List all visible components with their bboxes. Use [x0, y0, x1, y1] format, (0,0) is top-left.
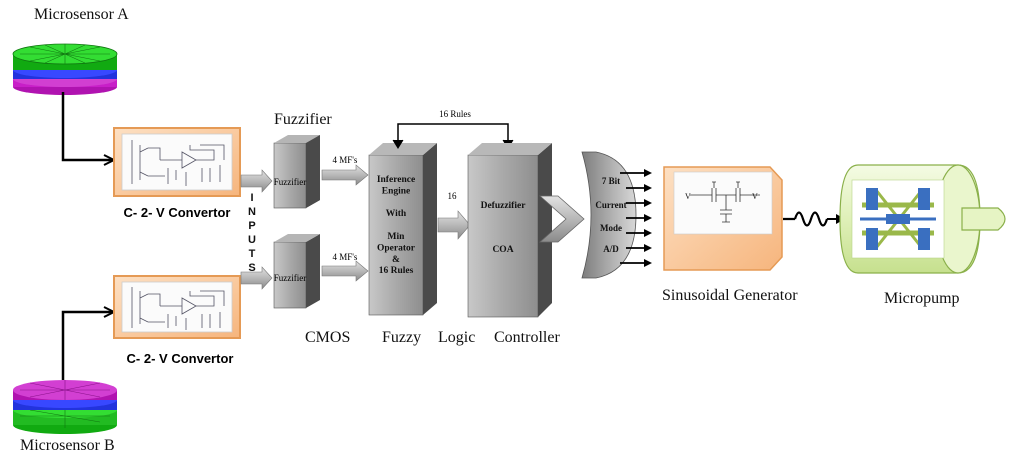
- ad-output-arrowhead-3: [644, 214, 652, 222]
- inference-engine-block: [368, 143, 437, 316]
- ad-line-3: A/D: [603, 244, 619, 254]
- c2v-converter-top: [113, 127, 241, 197]
- sinusoidal-generator-block: V V: [663, 166, 783, 271]
- ad-output-arrowhead-5: [644, 244, 652, 252]
- mf-bottom-label: 4 MF's: [333, 252, 358, 262]
- arrow-conv-to-fuzz-top: [240, 169, 273, 193]
- inference-line-3: With: [386, 209, 407, 219]
- inference-line-7: &: [392, 255, 400, 265]
- ad-output-arrowhead-2: [644, 199, 652, 207]
- fuzzifier-block-bottom: [273, 234, 320, 309]
- sine-wave-icon: [783, 211, 829, 227]
- rules-feedback-label: 16 Rules: [439, 109, 471, 119]
- ad-line-0: 7 Bit: [602, 176, 620, 186]
- ad-line-2: Mode: [600, 223, 622, 233]
- inference-line-6: Operator: [377, 243, 416, 253]
- inputs-letter-4: T: [249, 248, 256, 260]
- ad-output-arrowhead-1: [644, 184, 652, 192]
- microsensor-b-icon: [13, 380, 117, 434]
- v2-label: V: [752, 192, 758, 201]
- microsensor-a-label: Microsensor A: [34, 6, 129, 23]
- v1-label: V: [685, 192, 691, 201]
- defuzzifier-block: [467, 143, 552, 318]
- microsensor-a-icon: [12, 43, 118, 95]
- ad-output-arrowhead-0: [644, 169, 652, 177]
- bus-width-label: 16: [448, 191, 458, 201]
- coa-label: COA: [492, 245, 513, 255]
- sinusoidal-circuit: [690, 181, 760, 223]
- caption-word-logic: Logic: [438, 329, 476, 346]
- sinusoidal-generator-label: Sinusoidal Generator: [662, 287, 798, 304]
- fuzzifier-box-top-label: Fuzzifier: [274, 177, 306, 187]
- c2v-converter-bottom: [113, 275, 241, 339]
- ad-line-1: Current: [595, 200, 626, 210]
- microsensor-b-label: Microsensor B: [20, 437, 115, 454]
- c2v-circuit-bottom: [131, 287, 225, 330]
- wire-sensor-b: [61, 310, 112, 380]
- chevron-defuzz-to-ad: [538, 195, 585, 243]
- inference-line-8: 16 Rules: [379, 266, 414, 276]
- arrow-mf-top: [321, 164, 369, 186]
- mf-top-label: 4 MF's: [333, 155, 358, 165]
- rules-feedback-line: [397, 123, 509, 145]
- arrow-inference-to-defuzz: [437, 210, 471, 240]
- inputs-letter-1: N: [248, 206, 256, 218]
- inputs-letter-3: U: [248, 234, 256, 246]
- converter-top-label: C- 2- V Convertor: [124, 205, 231, 220]
- arrow-conv-to-fuzz-bottom: [240, 266, 273, 290]
- micropump-label: Micropump: [884, 290, 960, 307]
- converter-bottom-label: C- 2- V Convertor: [127, 351, 234, 366]
- caption-word-controller: Controller: [494, 329, 560, 346]
- caption-word-fuzzy: Fuzzy: [382, 329, 422, 346]
- defuzzifier-label: Defuzzifier: [481, 201, 527, 211]
- fuzzifier-box-bottom-label: Fuzzifier: [274, 273, 306, 283]
- fuzzifier-heading: Fuzzifier: [274, 111, 332, 128]
- inputs-letter-5: S: [248, 262, 255, 274]
- arrow-mf-bottom: [321, 260, 369, 282]
- inputs-letter-0: I: [250, 192, 253, 204]
- wire-sensor-a: [61, 92, 112, 162]
- ad-output-arrowhead-6: [644, 259, 652, 267]
- inference-line-1: Engine: [382, 186, 411, 196]
- rules-feedback-arrowhead-left: [392, 139, 404, 149]
- inference-line-5: Min: [388, 232, 406, 242]
- fuzzifier-block-top: [273, 135, 320, 209]
- ad-converter-block: [581, 151, 637, 279]
- micropump-icon: [839, 164, 1006, 274]
- c2v-circuit-top: [131, 140, 225, 186]
- ad-output-arrows: [620, 169, 652, 267]
- inference-line-0: Inference: [377, 175, 415, 185]
- inputs-letter-2: P: [248, 220, 255, 232]
- ad-output-arrowhead-4: [644, 229, 652, 237]
- caption-word-cmos: CMOS: [305, 329, 351, 346]
